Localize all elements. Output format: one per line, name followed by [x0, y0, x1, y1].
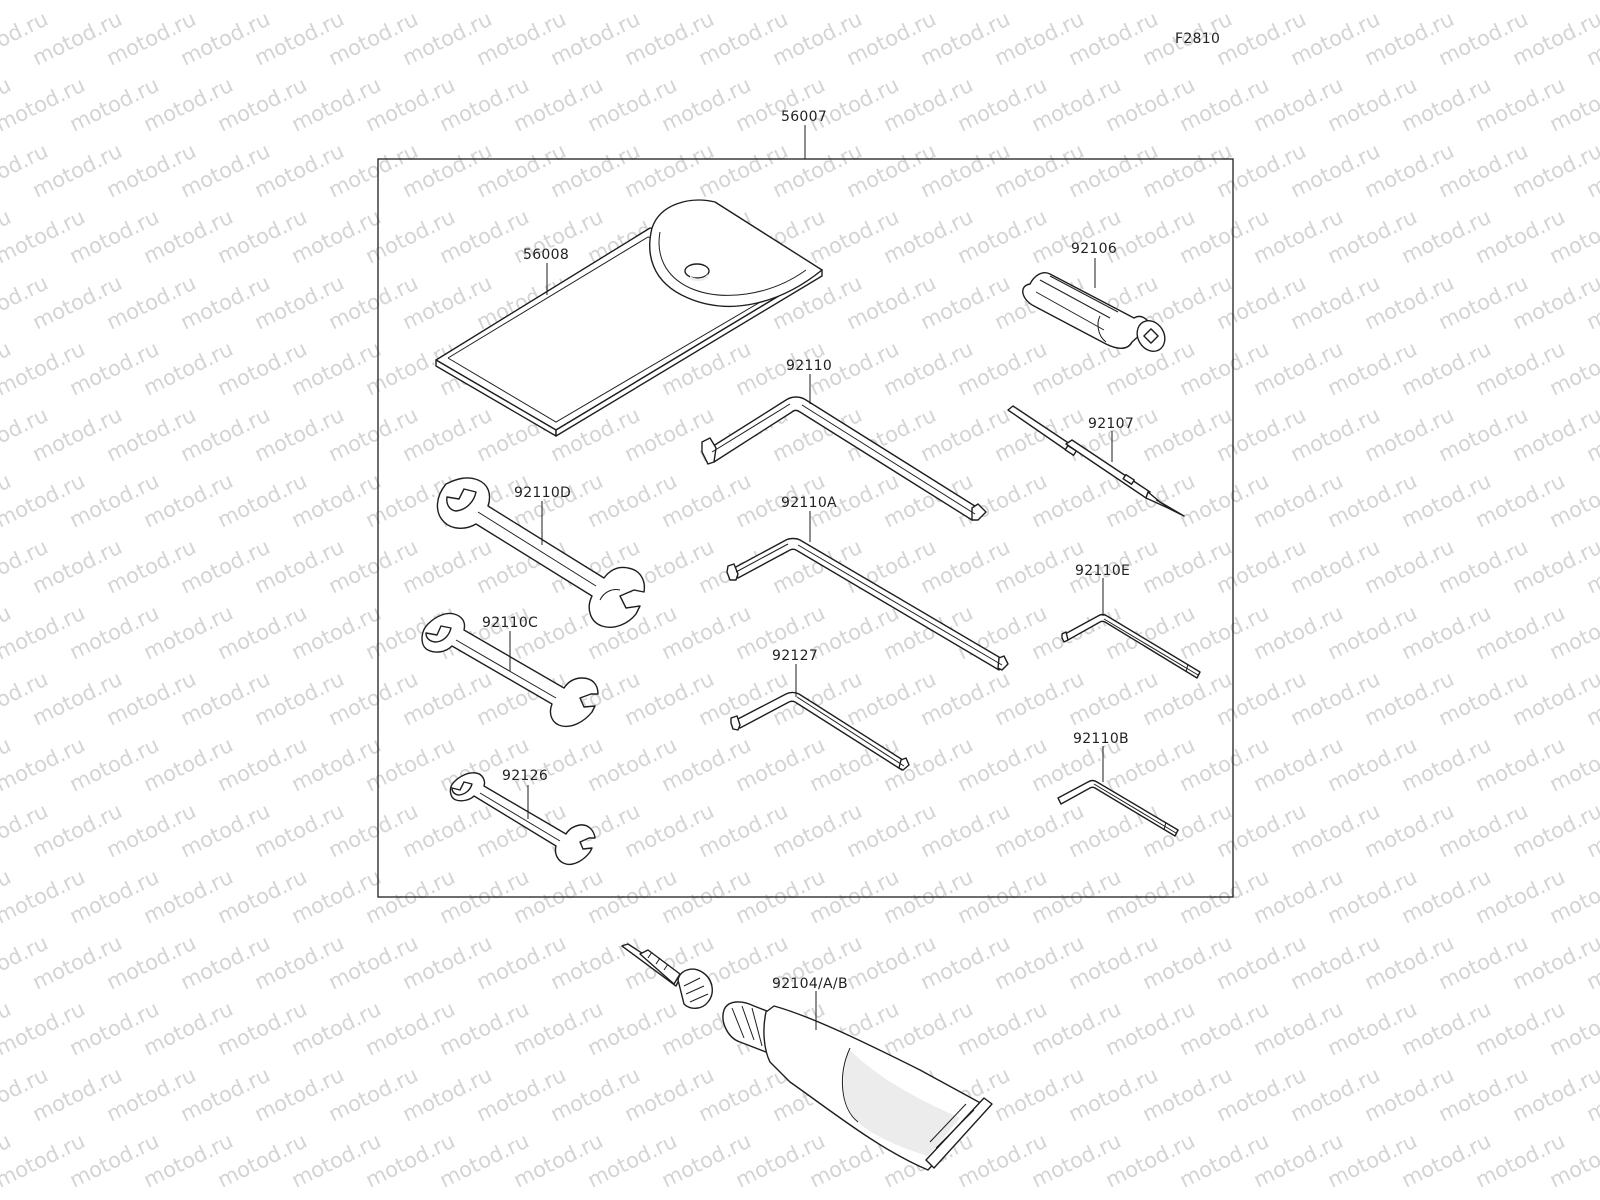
- hex-key-icon-92110E[interactable]: [1061, 613, 1201, 679]
- label-56008[interactable]: 56008: [523, 247, 569, 263]
- label-92107[interactable]: 92107: [1088, 416, 1134, 432]
- callout-92110B: 92110B: [1073, 731, 1129, 782]
- watermark-text: motod.ru: [0, 1195, 52, 1200]
- nozzle-icon[interactable]: [621, 943, 713, 1009]
- hex-key-icon[interactable]: [701, 396, 987, 521]
- hex-key-icon-92127[interactable]: [730, 691, 910, 771]
- callout-92110D: 92110D: [514, 485, 571, 545]
- label-92127[interactable]: 92127: [772, 648, 818, 664]
- hex-key-icon-92110A[interactable]: [726, 537, 1009, 671]
- screwdriver-handle-icon[interactable]: [1022, 272, 1171, 357]
- tool-kit-frame: 56007: [377, 109, 1234, 898]
- callout-92126: 92126: [502, 768, 548, 819]
- label-92110C[interactable]: 92110C: [482, 615, 538, 631]
- callout-56008: 56008: [523, 247, 569, 295]
- screwdriver-icon[interactable]: [1007, 405, 1185, 517]
- open-end-wrench-icon-92126[interactable]: [449, 772, 596, 866]
- callout-92110E: 92110E: [1075, 563, 1130, 616]
- tool-pouch-icon[interactable]: [435, 199, 823, 437]
- callout-92110: 92110: [786, 358, 832, 404]
- label-56007[interactable]: 56007: [781, 109, 827, 125]
- callout-92107: 92107: [1088, 416, 1134, 462]
- callout-92110C: 92110C: [482, 615, 538, 671]
- diagram-code: F2810: [1175, 31, 1220, 47]
- hex-key-icon-92110B[interactable]: [1057, 779, 1179, 837]
- label-92110D[interactable]: 92110D: [514, 485, 571, 501]
- label-92110A[interactable]: 92110A: [781, 495, 837, 511]
- sealant-tube-icon[interactable]: [722, 1001, 993, 1171]
- label-92106[interactable]: 92106: [1071, 241, 1117, 257]
- open-end-wrench-icon[interactable]: [436, 477, 646, 628]
- watermark-text: motod.ru: [1546, 0, 1600, 4]
- label-92110E[interactable]: 92110E: [1075, 563, 1130, 579]
- label-92104[interactable]: 92104/A/B: [772, 976, 848, 992]
- callout-92106: 92106: [1071, 241, 1117, 288]
- label-92126[interactable]: 92126: [502, 768, 548, 784]
- callout-92104: 92104/A/B: [772, 976, 848, 1030]
- label-92110B[interactable]: 92110B: [1073, 731, 1129, 747]
- label-92110[interactable]: 92110: [786, 358, 832, 374]
- callout-92127: 92127: [772, 648, 818, 697]
- callout-92110A: 92110A: [781, 495, 837, 542]
